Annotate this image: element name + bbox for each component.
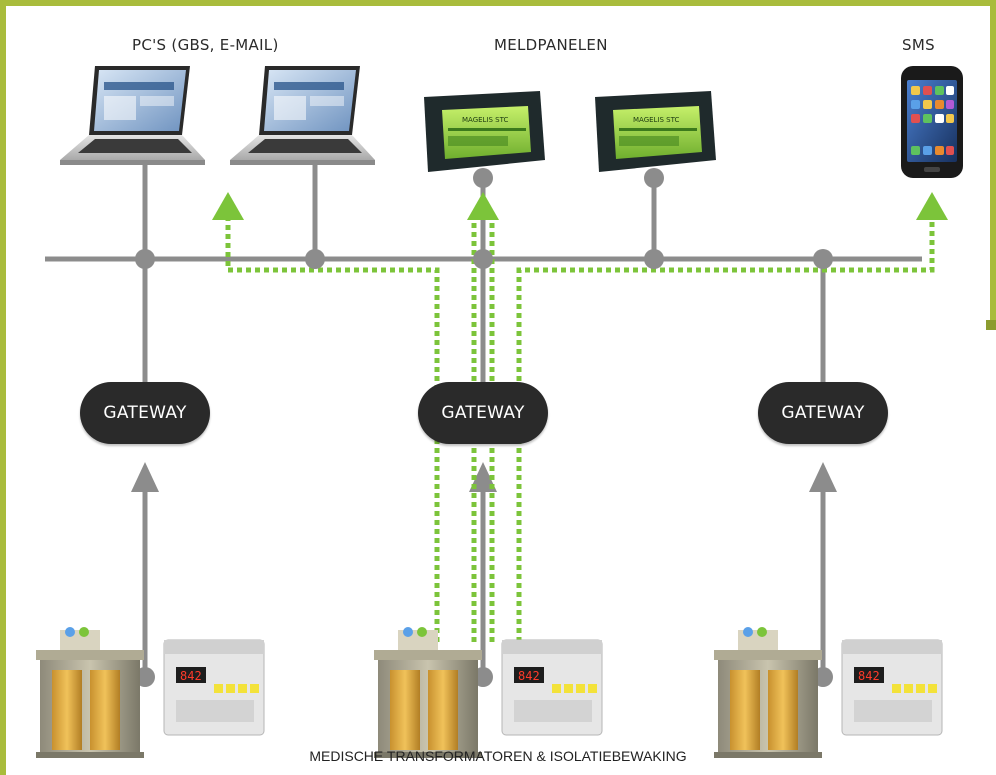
smartphone — [901, 66, 963, 178]
signal-paths — [225, 215, 935, 642]
relay-3: 842 — [841, 639, 943, 736]
transformer-1 — [36, 627, 144, 758]
gateway-uplinks — [142, 259, 826, 383]
frame-corner — [986, 320, 996, 330]
pcs-label: PC'S (GBS, E-MAIL) — [132, 36, 279, 54]
transformer-2 — [374, 627, 482, 758]
relay-2-display: 842 — [518, 669, 540, 683]
relay-3-display: 842 — [858, 669, 880, 683]
frame-left-border — [0, 0, 6, 775]
hmi-panel-2: MAGELIS STC — [595, 91, 716, 172]
gateway-3: GATEWAY — [758, 382, 888, 444]
footer-caption: MEDISCHE TRANSFORMATOREN & ISOLATIEBEWAK… — [309, 748, 687, 764]
frame-top-border — [0, 0, 996, 6]
hmi-panel-1: MAGELIS STC — [424, 91, 545, 172]
signal-arrowheads — [212, 192, 948, 220]
relay-2: 842 — [501, 639, 603, 736]
relay-1-display: 842 — [180, 669, 202, 683]
panel-2-screen-text: MAGELIS STC — [633, 116, 679, 124]
panels-label: MELDPANELEN — [494, 36, 608, 54]
laptop-1 — [60, 66, 205, 165]
bus-nodes — [135, 168, 833, 687]
laptop-2 — [230, 66, 375, 165]
transformer-3 — [714, 627, 822, 758]
gateway-1: GATEWAY — [80, 382, 210, 444]
device-drops — [142, 165, 657, 259]
frame-right-border — [990, 0, 996, 330]
sms-label: SMS — [902, 36, 935, 54]
relay-1: 842 — [163, 639, 265, 736]
panel-1-screen-text: MAGELIS STC — [462, 116, 508, 124]
gateway-2: GATEWAY — [418, 382, 548, 444]
